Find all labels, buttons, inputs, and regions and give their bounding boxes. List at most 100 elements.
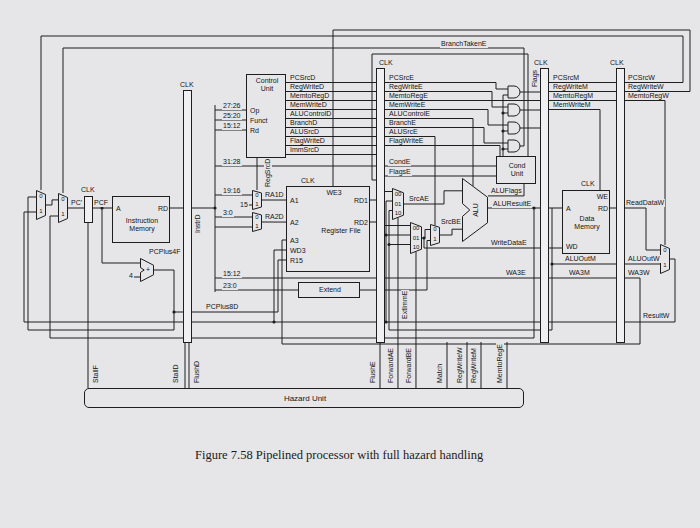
signal-name: 15:12 [222, 122, 242, 130]
signal-name: MemWriteE [388, 101, 426, 109]
signal-name: PCPlus8D [205, 303, 239, 311]
wire [384, 278, 540, 279]
wire [370, 222, 376, 223]
signal-name: CLK [179, 81, 195, 89]
wire [424, 238, 540, 248]
signal-name: 15:12 [222, 270, 242, 278]
wire [481, 342, 482, 388]
pipeline-register [541, 69, 549, 343]
junction-dot [550, 262, 553, 265]
wire [191, 260, 286, 312]
outline [37, 191, 46, 220]
wire [488, 208, 540, 209]
wire [215, 227, 252, 228]
signal-name: CLK [609, 59, 625, 67]
signal-name: SrcAE [408, 195, 430, 203]
signal-name: 31:28 [222, 158, 242, 166]
wire [257, 158, 258, 190]
junction-dot [501, 129, 504, 132]
outline [463, 179, 488, 242]
signal-wire [262, 200, 286, 201]
wire [548, 278, 616, 279]
signal-name: ImmSrcD [289, 146, 320, 154]
multiplexer: 01 [36, 190, 46, 220]
node-text: RD1 [354, 197, 368, 205]
multiplexer: 01 [58, 193, 68, 223]
junction-dot [213, 206, 216, 209]
signal-name: ALUSrcE [388, 128, 419, 136]
cond-unit: Cond Unit [496, 156, 536, 184]
signal-name: ALUResultE [492, 200, 532, 208]
signal-wire [262, 222, 286, 223]
multiplexer: 01 [660, 244, 670, 274]
multiplexer: 01 [252, 212, 262, 232]
signal-name: 15 [239, 201, 249, 209]
signal-name: MemWriteM [552, 101, 592, 109]
adder: + [140, 258, 154, 282]
signal-name: ForwardBE [405, 347, 413, 384]
wire [333, 30, 690, 186]
node-text: Extend [319, 286, 341, 294]
signal-name: SrcBE [440, 218, 462, 226]
pipeline-register [617, 69, 625, 343]
signal-name: ALUControlE [388, 110, 431, 118]
wire [467, 342, 468, 388]
signal-name: ALUFlags [490, 187, 523, 195]
node-text: 1 [255, 223, 258, 230]
signal-name: RegWriteM [470, 347, 478, 384]
outline [431, 225, 440, 246]
wire [503, 95, 508, 156]
and-gate [508, 86, 520, 98]
wire [286, 154, 376, 155]
wire [274, 250, 286, 322]
node-text: 0 [39, 193, 42, 200]
signal-name: WA3M [568, 269, 591, 277]
signal-name: 4 [128, 272, 134, 280]
signal-name: RegWriteW [456, 346, 464, 384]
hazard-unit: Hazard Unit [84, 388, 524, 408]
signal-name: BranchD [289, 119, 318, 127]
wire [624, 208, 660, 250]
wire [189, 342, 190, 388]
wire [520, 110, 540, 111]
wire [41, 36, 683, 190]
signal-wire [46, 200, 58, 205]
node-text: + [146, 266, 150, 274]
node-text: 10 [413, 244, 420, 251]
signal-name: PCSrcW [627, 74, 656, 82]
node-text: 00 [413, 225, 420, 232]
node-text: Cond Unit [506, 162, 528, 178]
wire [389, 244, 410, 245]
outline [59, 194, 68, 223]
signal-name: StallD [172, 363, 180, 384]
node-text: 1 [663, 262, 666, 269]
instruction-memory: Instruction MemoryARD [112, 196, 170, 243]
signal-name: 3:0 [222, 209, 234, 217]
wire [384, 225, 410, 226]
node-text: 01 [395, 201, 402, 208]
node-text: Op [250, 107, 259, 115]
node-text: 0 [61, 196, 64, 203]
junction-dot [501, 147, 504, 150]
junction-dot [501, 111, 504, 114]
signal-name: MemtoRegD [289, 92, 330, 100]
signal-wire [415, 252, 416, 388]
wire [624, 264, 660, 265]
wire [384, 241, 430, 291]
junction-dot [387, 243, 390, 246]
wire [610, 208, 616, 209]
signal-name: PCF [93, 199, 109, 207]
wire [624, 101, 665, 246]
signal-name: CondE [388, 158, 411, 166]
signal-name: 25:20 [222, 112, 242, 120]
node-text: Data Memory [567, 215, 607, 231]
signal-name: WA3W [627, 269, 651, 277]
junction-dot [384, 320, 387, 323]
node-text: 0 [255, 192, 258, 199]
node-text: 1 [39, 208, 42, 215]
signal-name: RegWriteE [388, 83, 424, 91]
wire [548, 248, 562, 249]
node-text: Control Unit [249, 77, 285, 93]
signal-wire [440, 229, 462, 235]
